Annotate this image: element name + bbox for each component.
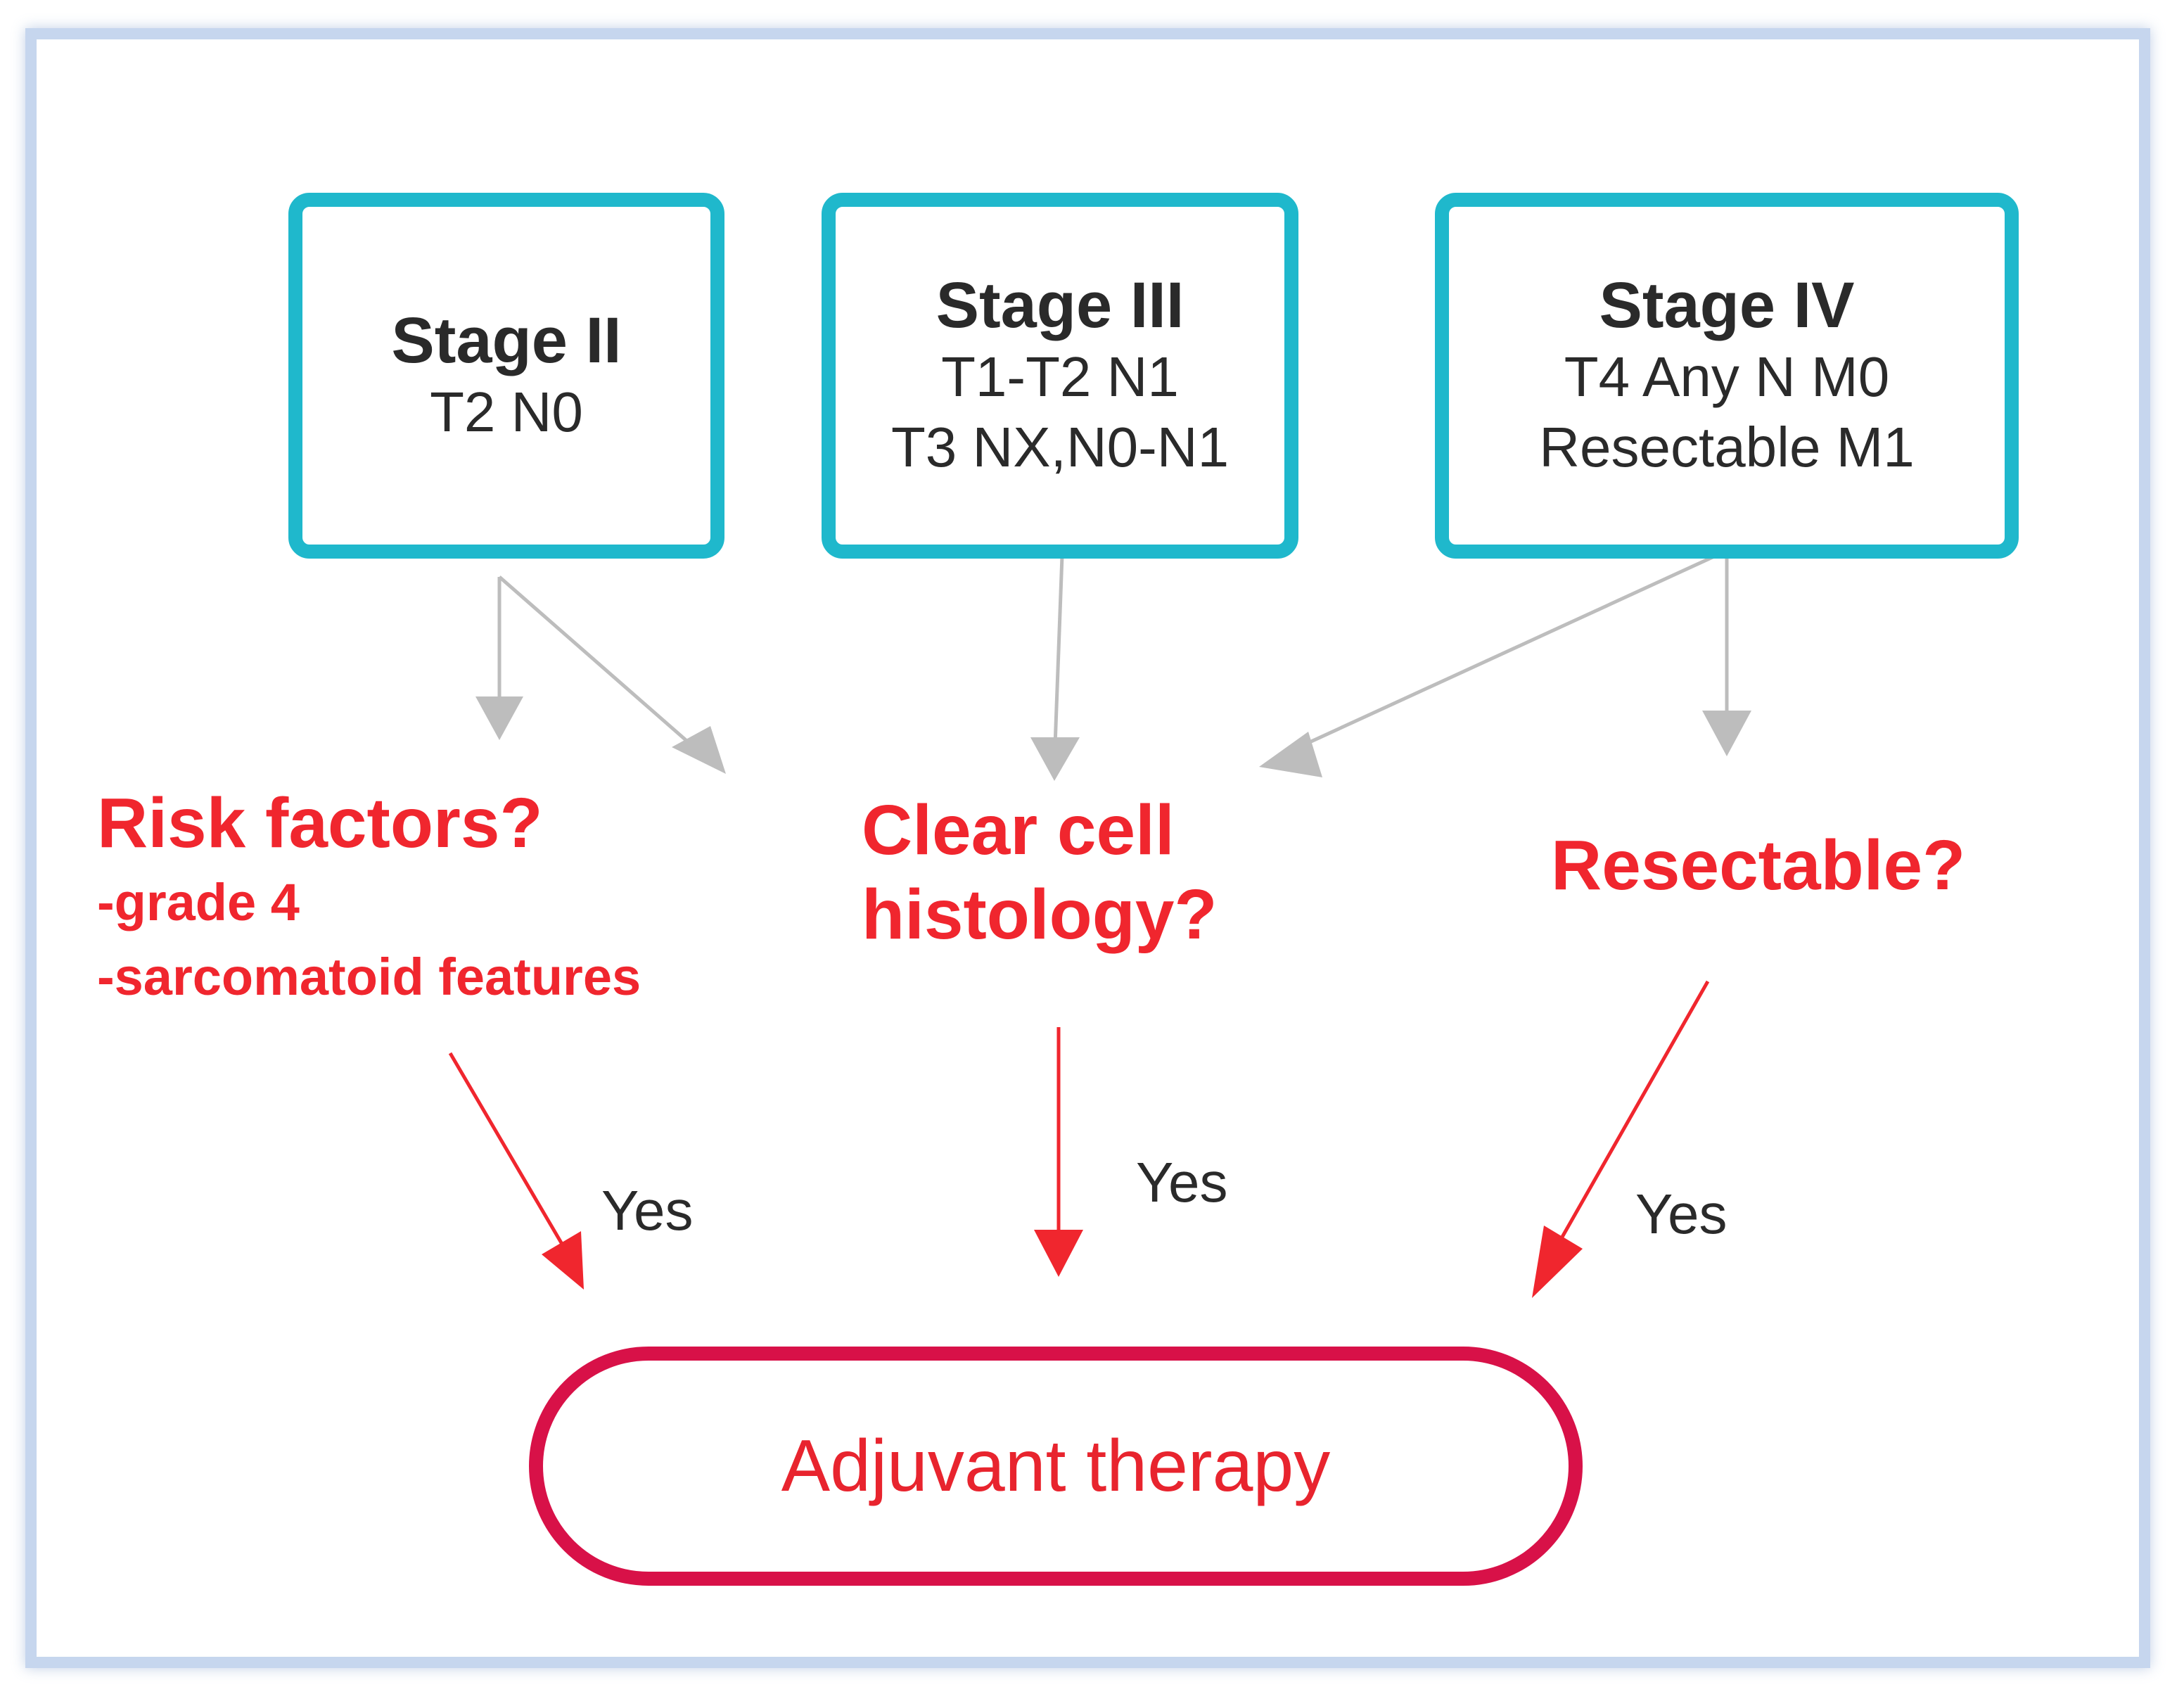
arrowhead-stage4-resectable — [1702, 711, 1751, 756]
connector-resectable-outcome — [1559, 980, 1710, 1240]
stage-iii-box: Stage III T1-T2 N1 T3 NX,N0-N1 — [822, 193, 1298, 559]
risk-factors-question: Risk factors? -grade 4 -sarcomatoid feat… — [97, 781, 641, 1014]
adjuvant-therapy-box: Adjuvant therapy — [529, 1347, 1583, 1586]
risk-factor-item: -grade 4 — [97, 873, 300, 931]
histology-line-2: histology? — [862, 875, 1218, 954]
stage-iv-title: Stage IV — [1599, 269, 1855, 341]
stage-iii-title: Stage III — [935, 269, 1184, 341]
yes-label-risk: Yes — [601, 1179, 694, 1242]
stage-ii-box: Stage II T2 N0 — [288, 193, 724, 559]
connector-stage4-histology — [1293, 550, 1725, 751]
stage-iv-box: Stage IV T4 Any N M0 Resectable M1 — [1435, 193, 2019, 559]
stage-ii-line-1: T2 N0 — [430, 381, 583, 443]
histology-line-1: Clear cell — [862, 791, 1175, 870]
yes-label-resectable: Yes — [1635, 1183, 1728, 1245]
arrowhead-stage4-histology — [1259, 732, 1322, 777]
arrowhead-risk-outcome — [542, 1231, 584, 1290]
risk-factors-title: Risk factors? — [97, 784, 543, 863]
arrowhead-stage2-histology — [672, 726, 726, 774]
arrowhead-stage3-histology — [1030, 737, 1080, 781]
connector-stage3-histology — [1053, 555, 1064, 746]
arrowhead-histology-outcome — [1034, 1230, 1083, 1277]
stage-iv-line-1: T4 Any N M0 — [1564, 345, 1890, 408]
stage-ii-title: Stage II — [391, 305, 622, 376]
connector-risk-outcome — [448, 1052, 565, 1247]
stage-iii-line-2: T3 NX,N0-N1 — [890, 416, 1230, 478]
risk-factor-item: -sarcomatoid features — [97, 948, 641, 1006]
stage-iii-line-1: T1-T2 N1 — [941, 345, 1179, 408]
resectable-question: Resectable? — [1551, 823, 1965, 908]
histology-question: Clear cell histology? — [862, 788, 1218, 957]
connector-stage2-histology — [498, 575, 698, 751]
resectable-title: Resectable? — [1551, 826, 1966, 905]
arrowhead-stage2-risk — [475, 696, 523, 740]
adjuvant-therapy-label: Adjuvant therapy — [781, 1425, 1331, 1507]
stage-iv-line-2: Resectable M1 — [1539, 416, 1915, 478]
arrowhead-resectable-outcome — [1532, 1226, 1583, 1298]
yes-label-histology: Yes — [1136, 1151, 1228, 1214]
